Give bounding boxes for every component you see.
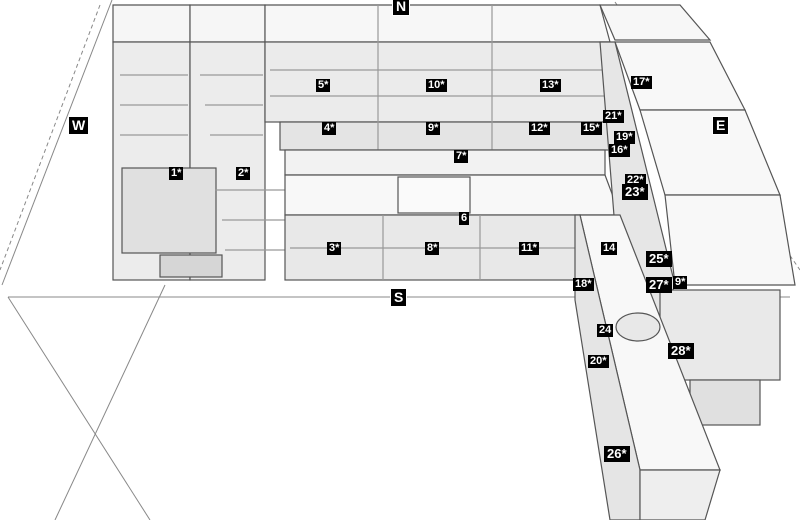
- cabinet-label-18[interactable]: 18*: [573, 278, 594, 291]
- cabinets: [112, 4, 796, 520]
- compass-east: E: [712, 116, 730, 135]
- cabinet-label-28[interactable]: 28*: [668, 343, 694, 359]
- cabinet-label-16[interactable]: 16*: [609, 144, 630, 157]
- cabinet-label-4[interactable]: 4*: [322, 122, 337, 135]
- compass-west: W: [68, 116, 90, 135]
- cabinet-label-25[interactable]: 25*: [646, 251, 672, 267]
- cabinet-label-1[interactable]: 1*: [169, 167, 184, 180]
- cabinet-label-27[interactable]: 27*: [646, 277, 672, 293]
- cabinet-label-7[interactable]: 7*: [454, 150, 469, 163]
- cabinet-label-3[interactable]: 3*: [327, 242, 342, 255]
- cabinet-label-9b[interactable]: 9*: [673, 276, 688, 289]
- cabinet-label-26[interactable]: 26*: [604, 446, 630, 462]
- cabinet-label-12[interactable]: 12*: [529, 122, 550, 135]
- cabinet-label-15[interactable]: 15*: [581, 122, 602, 135]
- cabinet-label-8[interactable]: 8*: [425, 242, 440, 255]
- compass-north: N: [392, 0, 411, 16]
- cabinet-label-2[interactable]: 2*: [236, 167, 251, 180]
- cabinet-label-17[interactable]: 17*: [631, 76, 652, 89]
- cabinet-label-23[interactable]: 23*: [622, 184, 648, 200]
- cabinet-label-13[interactable]: 13*: [540, 79, 561, 92]
- cabinet-label-14[interactable]: 14: [601, 242, 618, 255]
- cabinet-label-22[interactable]: 22*: [625, 174, 646, 187]
- cabinet-label-19[interactable]: 19*: [614, 131, 635, 144]
- cabinet-label-11[interactable]: 11*: [519, 242, 539, 255]
- cabinet-label-5[interactable]: 5*: [316, 79, 331, 92]
- cabinet-label-9[interactable]: 9*: [426, 122, 441, 135]
- cabinet-label-6[interactable]: 6: [459, 212, 470, 225]
- cabinet-label-24[interactable]: 24: [597, 324, 614, 337]
- cabinet-label-21[interactable]: 21*: [603, 110, 624, 123]
- compass-south: S: [390, 288, 408, 307]
- cabinet-label-20[interactable]: 20*: [588, 355, 609, 368]
- cabinet-label-10[interactable]: 10*: [426, 79, 447, 92]
